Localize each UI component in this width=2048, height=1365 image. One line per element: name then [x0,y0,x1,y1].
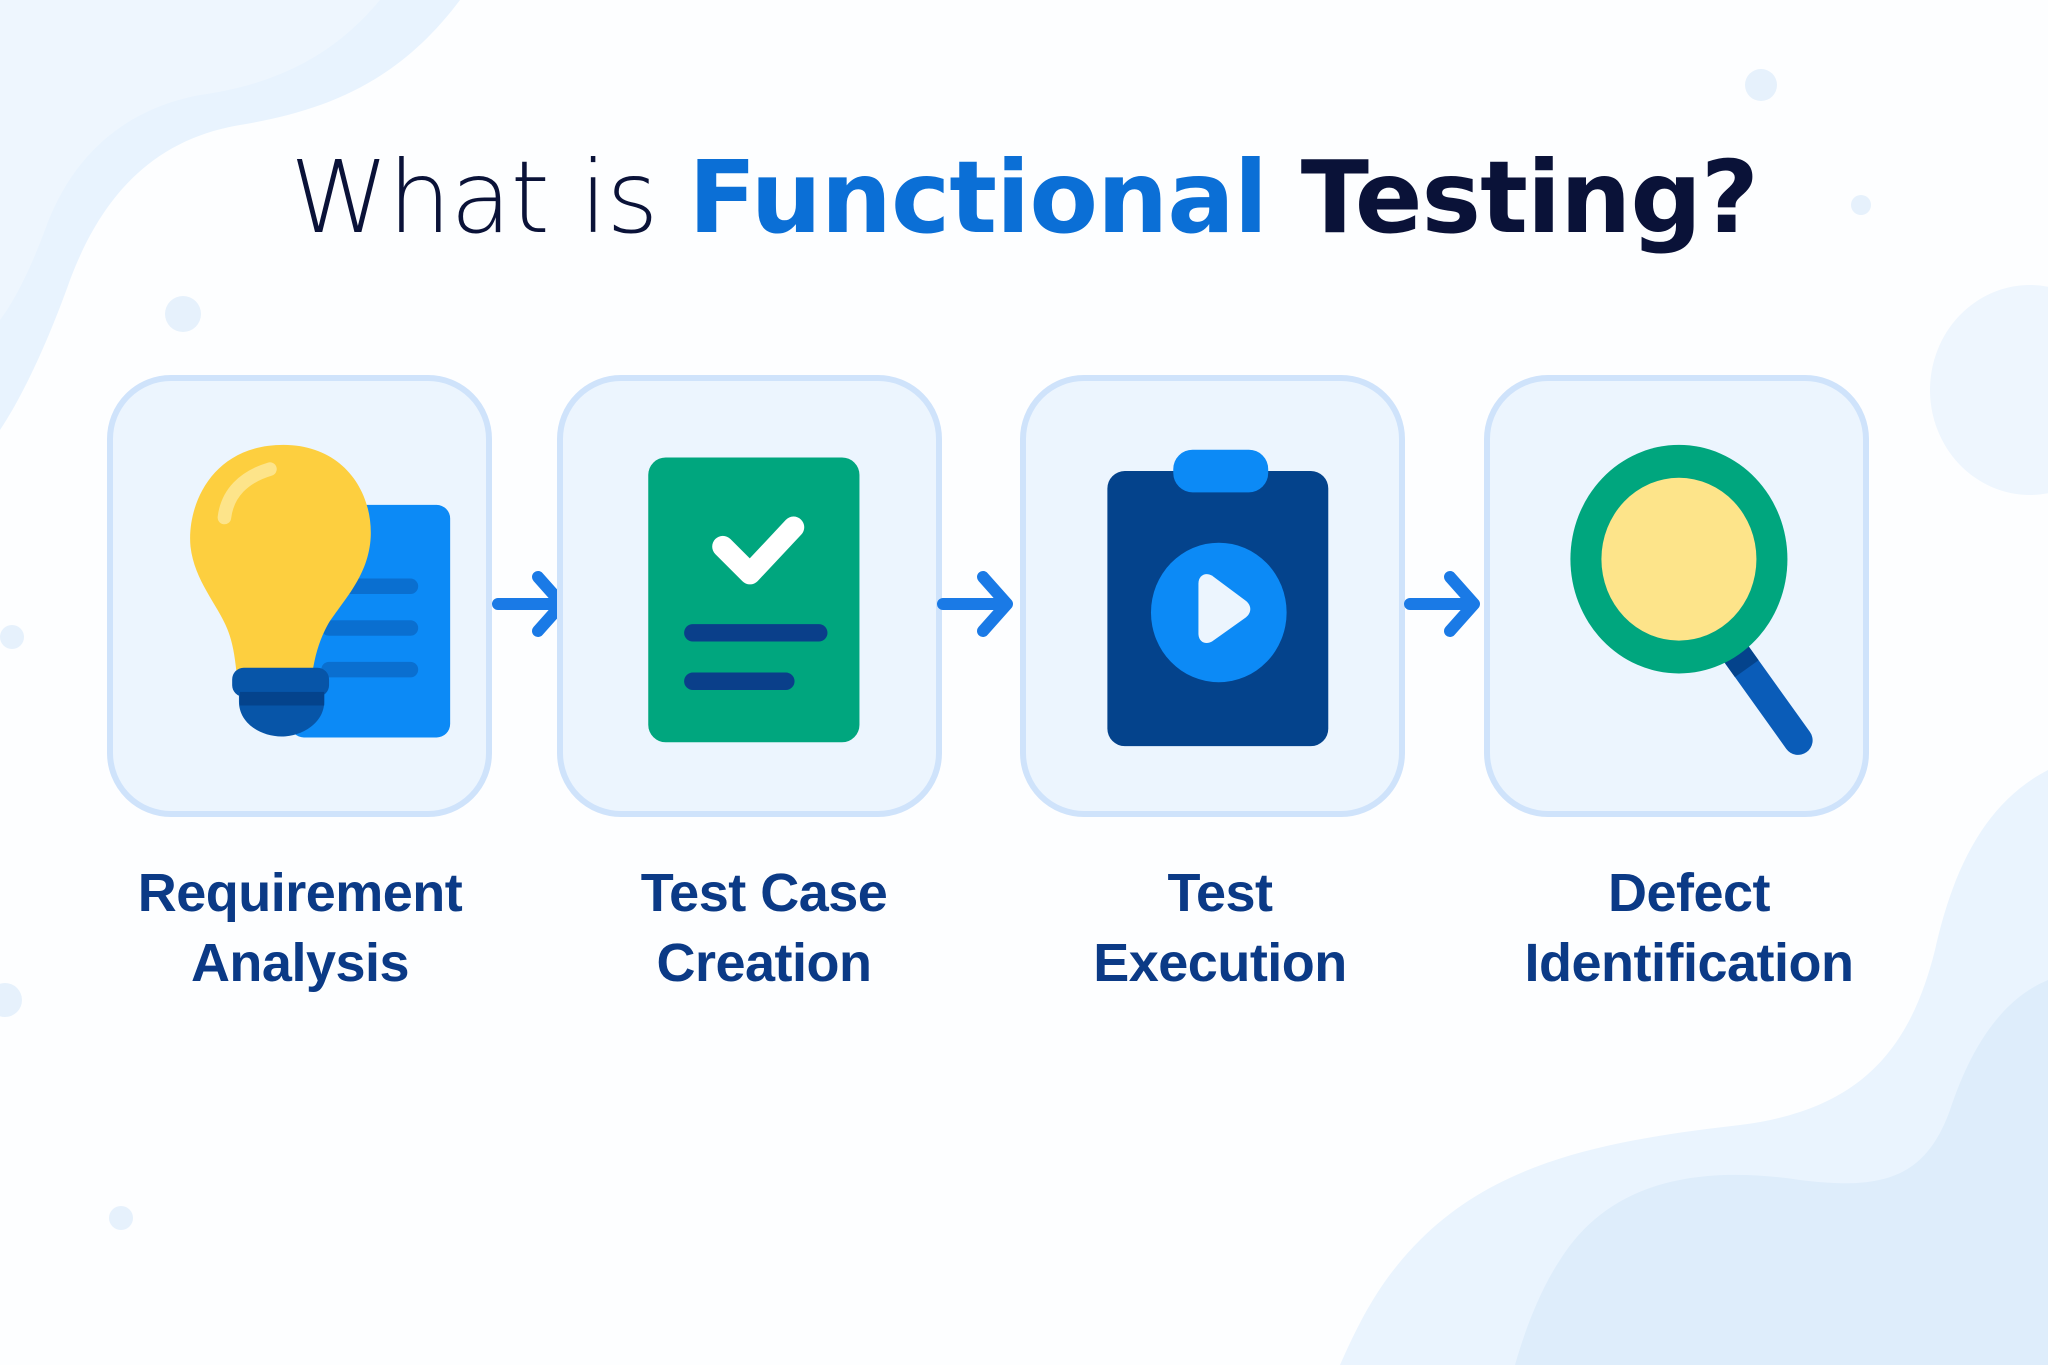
title-part-functional: Functional [688,139,1268,256]
step-label-line1: Test Case [640,863,888,923]
step-card-test-case-creation [557,375,942,817]
step-label-defect-identification: Defect Identification [1469,858,1909,998]
step-card-requirement-analysis [107,375,492,817]
step-label-line1: Defect [1607,863,1771,923]
magnifying-glass-icon [1570,444,1813,755]
clipboard-play-icon [1107,449,1329,747]
step-label-line1: Requirement [137,863,463,923]
arrow-right-icon [1404,571,1480,637]
step-card-defect-identification [1484,375,1869,817]
step-label-line1: Test [1167,863,1273,923]
step-label-test-execution: Test Execution [1000,858,1440,998]
step-label-line2: Execution [1093,933,1347,993]
arrow-right-icon [937,571,1013,637]
step-label-requirement-analysis: Requirement Analysis [80,858,520,998]
title-part-what-is: What is [290,139,689,256]
step-label-test-case-creation: Test Case Creation [544,858,984,998]
title-part-testing: Testing? [1266,139,1759,256]
checklist-document-icon [648,457,860,743]
page-title: What is Functional Testing? [0,138,2048,258]
step-label-line2: Identification [1524,933,1855,993]
step-card-test-execution [1020,375,1405,817]
lightbulb-document-icon [190,444,451,738]
step-label-line2: Analysis [190,933,410,993]
step-label-line2: Creation [656,933,872,993]
